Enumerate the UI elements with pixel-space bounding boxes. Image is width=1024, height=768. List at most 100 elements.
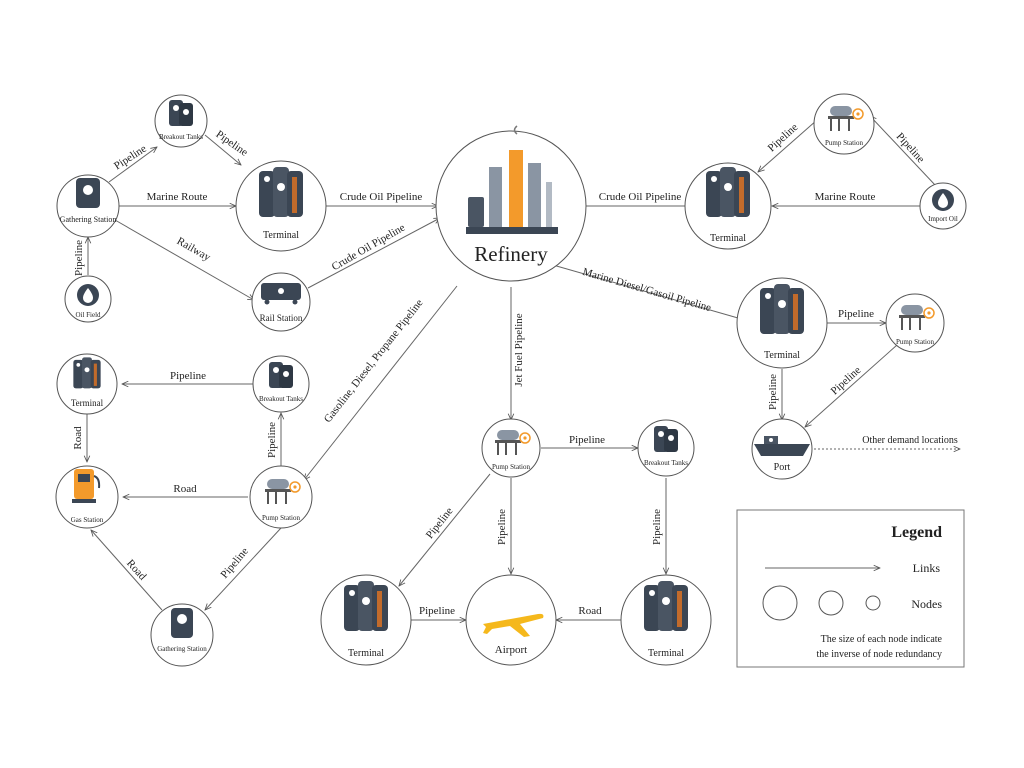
node-label: Terminal <box>348 648 384 659</box>
node-label: Oil Field <box>75 311 101 319</box>
node-pump-station-mr: Pump Station <box>885 293 945 353</box>
node-label: Terminal <box>710 233 746 244</box>
link-bt-term-tl <box>204 134 241 165</box>
node-rail-station: Rail Station <box>251 272 311 332</box>
node-label: Import Oil <box>928 215 958 223</box>
legend-nodes-label: Nodes <box>911 597 942 611</box>
oil-barrel-icon <box>76 178 100 208</box>
flame-icon <box>77 284 99 306</box>
link-label: Road <box>173 483 197 495</box>
link-imp-ps <box>870 116 937 187</box>
terminal-icon <box>644 581 688 631</box>
legend-links-label: Links <box>913 561 941 575</box>
link-label: Road <box>124 557 149 583</box>
terminal-icon <box>760 284 804 334</box>
nodes-layer: Breakout Tanks Gathering Station Termina… <box>55 93 967 667</box>
breakout-tanks-icon <box>654 426 678 452</box>
terminal-icon <box>344 581 388 631</box>
node-label: Gathering Station <box>60 215 117 224</box>
link-label: Crude Oil Pipeline <box>340 191 423 203</box>
link-label: Pipeline <box>651 509 663 545</box>
node-label: Pump Station <box>896 338 934 346</box>
node-port: Port <box>751 418 813 480</box>
node-gathering-station-bl: Gathering Station <box>150 603 214 667</box>
node-label: Pump Station <box>492 463 530 471</box>
refinery-icon <box>466 125 558 234</box>
link-label: Road <box>578 605 602 617</box>
node-terminal-tl: Terminal <box>235 160 327 252</box>
link-ps-gath <box>205 527 282 610</box>
link-ref-ps-ml <box>304 285 458 480</box>
node-gathering-station-tl: Gathering Station <box>56 174 120 238</box>
ship-icon <box>754 436 810 456</box>
link-label: Pipeline <box>838 308 874 320</box>
link-ps-term-bl <box>399 473 491 586</box>
gas-pump-icon <box>72 469 101 503</box>
breakout-tanks-icon <box>269 362 293 388</box>
link-ps-term-tr <box>758 119 818 172</box>
node-label: Terminal <box>71 398 104 408</box>
link-label: Pipeline <box>419 605 455 617</box>
node-label: Terminal <box>764 350 800 361</box>
node-terminal-ml: Terminal <box>56 353 118 415</box>
legend-node-large <box>762 585 798 621</box>
node-label: Pump Station <box>825 139 863 147</box>
airplane-icon <box>483 613 544 637</box>
node-oil-field: Oil Field <box>64 275 112 323</box>
node-label: Terminal <box>263 230 299 241</box>
link-label: Pipeline <box>219 545 251 580</box>
terminal-icon <box>706 167 750 217</box>
link-label: Marine Diesel/Gasoil Pipeline <box>581 266 712 314</box>
link-ref-term-mr <box>552 264 739 319</box>
node-terminal-bl: Terminal <box>320 574 412 666</box>
legend-title: Legend <box>891 524 942 541</box>
legend-note-line2: the inverse of node redundancy <box>816 649 942 660</box>
link-label: Marine Route <box>147 191 208 203</box>
node-label: Terminal <box>648 648 684 659</box>
link-rail-ref <box>307 218 440 289</box>
node-label: Pump Station <box>262 514 300 522</box>
node-label: Breakout Tanks <box>644 459 688 467</box>
link-gath-gas <box>91 530 163 611</box>
node-terminal-mr: Terminal <box>736 277 828 369</box>
node-terminal-tr: Terminal <box>684 162 772 250</box>
link-gs-bt-tl <box>108 147 157 183</box>
node-terminal-br: Terminal <box>620 574 712 666</box>
link-label: Pipeline <box>214 128 251 159</box>
flame-icon <box>932 189 954 211</box>
node-pump-station-tr: Pump Station <box>813 93 875 155</box>
node-breakout-tanks-tl: Breakout Tanks <box>154 94 208 148</box>
node-label: Breakout Tanks <box>159 133 203 141</box>
link-label: Pipeline <box>266 422 278 458</box>
link-label: Crude Oil Pipeline <box>599 191 682 203</box>
terminal-icon <box>259 167 303 217</box>
link-gs-rail <box>114 219 254 300</box>
link-label: Pipeline <box>73 240 85 276</box>
link-label: Gasoline, Diesel, Propane Pipeline <box>322 297 426 425</box>
node-breakout-tanks-ml: Breakout Tanks <box>252 355 310 413</box>
link-label: Pipeline <box>829 364 864 397</box>
node-pump-station-ml: Pump Station <box>249 465 313 529</box>
node-label: Port <box>774 462 791 473</box>
legend-note-line1: The size of each node indicate <box>821 634 943 645</box>
rail-car-icon <box>261 283 301 305</box>
terminal-icon <box>73 357 101 389</box>
oil-barrel-icon <box>171 608 193 638</box>
link-label: Pipeline <box>170 370 206 382</box>
link-label: Pipeline <box>496 509 508 545</box>
node-label: Gathering Station <box>157 645 207 653</box>
link-label: Jet Fuel Pipeline <box>513 313 525 386</box>
node-label: Breakout Tanks <box>259 395 303 403</box>
link-label: Road <box>72 426 84 450</box>
legend-node-small <box>865 595 881 611</box>
legend-node-medium <box>818 590 844 616</box>
link-label: Crude Oil Pipeline <box>330 222 408 274</box>
link-label: Other demand locations <box>862 435 958 446</box>
legend: Legend Links Nodes The size of each node… <box>736 509 965 668</box>
node-label: Airport <box>495 644 527 656</box>
node-label: Rail Station <box>260 313 303 323</box>
link-label: Pipeline <box>767 374 779 410</box>
node-gas-station: Gas Station <box>55 465 119 529</box>
link-label: Pipeline <box>569 434 605 446</box>
